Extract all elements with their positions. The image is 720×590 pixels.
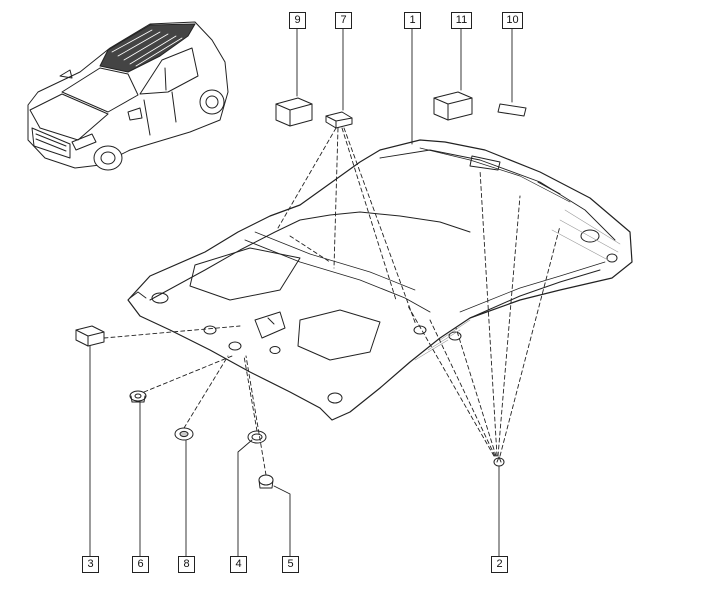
- callout-3: 3: [82, 556, 99, 573]
- dashed-leader-lines: [103, 127, 561, 476]
- callout-9-label: 9: [294, 14, 301, 26]
- part-6-clip: [129, 390, 147, 403]
- callout-4: 4: [230, 556, 247, 573]
- callout-2: 2: [491, 556, 508, 573]
- callout-5: 5: [282, 556, 299, 573]
- part-11-foam-block: [433, 91, 473, 121]
- callout-10: 10: [502, 12, 523, 29]
- callout-1: 1: [404, 12, 421, 29]
- callout-2-label: 2: [496, 558, 503, 570]
- part-2-clip: [493, 456, 505, 467]
- callout-7: 7: [335, 12, 352, 29]
- callout-leaders: [89, 27, 513, 557]
- callout-10-label: 10: [506, 14, 519, 26]
- part-3-pad: [75, 325, 105, 347]
- callout-9: 9: [289, 12, 306, 29]
- callout-6: 6: [132, 556, 149, 573]
- callout-4-label: 4: [235, 558, 242, 570]
- part-9-foam-block: [275, 97, 313, 127]
- part-8-grommet: [174, 427, 194, 441]
- callout-8-label: 8: [183, 558, 190, 570]
- callout-11: 11: [451, 12, 472, 29]
- car-thumbnail-illustration: [27, 21, 229, 171]
- callout-8: 8: [178, 556, 195, 573]
- part-5-plug: [258, 474, 274, 489]
- part-7-pad: [325, 111, 353, 129]
- part-10-strip: [497, 103, 527, 117]
- callout-5-label: 5: [287, 558, 294, 570]
- callout-6-label: 6: [137, 558, 144, 570]
- headliner-panel: [127, 139, 633, 421]
- callout-7-label: 7: [340, 14, 347, 26]
- callout-3-label: 3: [87, 558, 94, 570]
- callout-11-label: 11: [455, 14, 468, 26]
- callout-1-label: 1: [409, 14, 416, 26]
